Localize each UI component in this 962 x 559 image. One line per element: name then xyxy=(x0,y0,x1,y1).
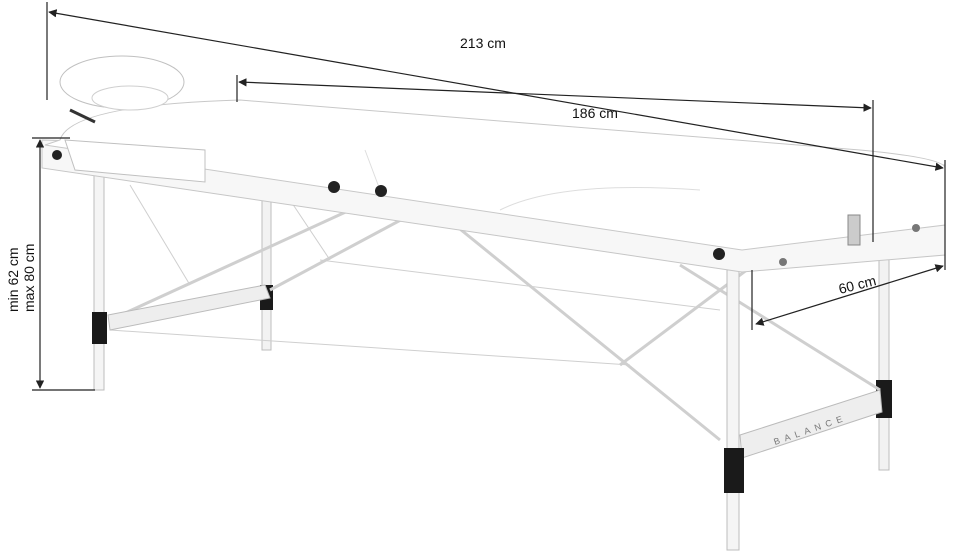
dimension-lines xyxy=(32,2,946,391)
height-max-label: max 80 cm xyxy=(21,244,37,312)
latch xyxy=(847,214,861,246)
surface-length-label: 186 cm xyxy=(572,105,618,121)
table-top xyxy=(41,55,946,273)
front-bottom-rail xyxy=(107,284,271,331)
frame-braces xyxy=(109,184,881,442)
height-min-label: min 62 cm xyxy=(5,247,21,312)
knobs xyxy=(52,150,920,266)
total-length-label: 213 cm xyxy=(460,35,506,51)
